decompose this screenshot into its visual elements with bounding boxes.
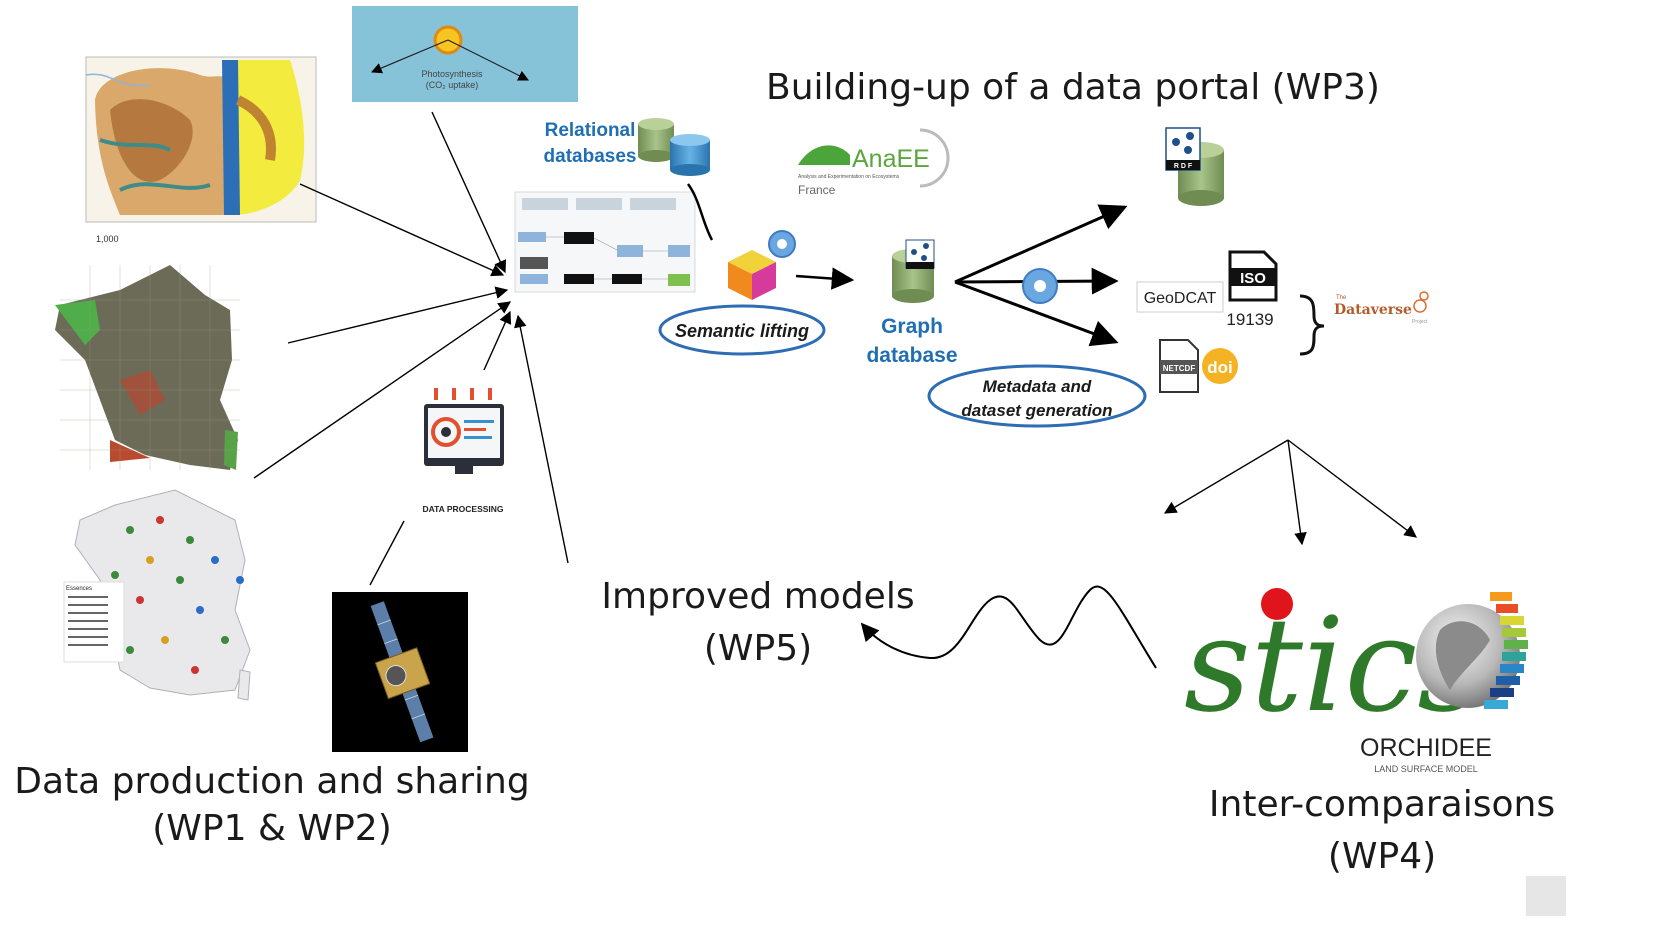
- photosynthesis-image: Photosynthesis (CO₂ uptake): [352, 6, 578, 102]
- dataverse-logo: The Dataverse Project: [1334, 291, 1429, 325]
- metadata-label-2: dataset generation: [961, 401, 1112, 420]
- rdf-database-icon: R D F: [1165, 127, 1224, 206]
- brace: [1299, 294, 1325, 356]
- sites-legend-title: Essences: [66, 586, 92, 592]
- orchidee-logo-text: ORCHIDEE: [1360, 734, 1492, 762]
- iso-document-icon: ISO: [1228, 250, 1278, 302]
- map-scale-text: 1,000: [96, 234, 119, 244]
- iso-badge-text: ISO: [1240, 270, 1266, 287]
- metadata-label: Metadata and: [983, 377, 1092, 396]
- production-title: Data production and sharing: [14, 761, 529, 802]
- rdf-badge-text: R D F: [1174, 163, 1193, 170]
- corner-tab[interactable]: [1526, 876, 1566, 916]
- semantic-lifting-icon: [728, 230, 796, 300]
- relational-link: [686, 183, 714, 241]
- feedback-arrow: [860, 585, 1157, 669]
- orchidee-subtitle: LAND SURFACE MODEL: [1374, 764, 1478, 774]
- metadata-oval: [927, 364, 1147, 428]
- geodcat-label: GeoDCAT: [1144, 290, 1217, 307]
- semantic-lifting-oval: [658, 304, 826, 356]
- data-processing-image: DATA PROCESSING: [422, 388, 504, 514]
- iso-number: 19139: [1226, 310, 1273, 329]
- dataverse-project-text: Project: [1412, 319, 1428, 325]
- gear-icon: [431, 417, 461, 447]
- gear-icon: [1022, 268, 1058, 304]
- netcdf-document-icon: NETCDF: [1159, 339, 1199, 393]
- graph-database-label: Graph: [881, 315, 943, 338]
- orchidee-logo: [1416, 592, 1528, 709]
- france-sites-map-image: Essences: [63, 489, 251, 701]
- dataverse-small-text: The: [1336, 295, 1347, 301]
- doi-icon: doi: [1202, 348, 1238, 384]
- graph-database-icon: [892, 239, 935, 303]
- photosynthesis-label: Photosynthesis: [421, 69, 483, 79]
- ontology-schema-image: [514, 191, 696, 293]
- input-arrows: [253, 111, 569, 586]
- improved-models-subtitle: (WP5): [704, 628, 812, 669]
- database-icon: [638, 118, 710, 176]
- anaee-logo-text: AnaEE: [852, 145, 930, 173]
- geology-map-image: 1,000: [85, 56, 317, 244]
- graph-database-label-2: database: [866, 344, 957, 367]
- data-processing-label: DATA PROCESSING: [422, 504, 503, 514]
- photosynthesis-sublabel: (CO₂ uptake): [426, 80, 479, 90]
- geodcat-box: [1136, 281, 1224, 313]
- anaee-logo: AnaEE Analysis and Experimentation on Ec…: [798, 128, 950, 197]
- portal-title: Building-up of a data portal (WP3): [766, 67, 1380, 108]
- netcdf-label: NETCDF: [1163, 364, 1196, 373]
- satellite-image: [332, 592, 468, 752]
- anaee-country: France: [798, 183, 836, 197]
- france-grid-map-image: [55, 265, 240, 470]
- relational-databases-label-2: databases: [544, 146, 637, 167]
- semantic-lifting-label: Semantic lifting: [675, 321, 809, 341]
- intercomparison-subtitle: (WP4): [1328, 836, 1436, 877]
- improved-models-title: Improved models: [601, 576, 914, 617]
- stics-dot: [1261, 588, 1293, 620]
- intercomparison-title: Inter-comparaisons: [1209, 784, 1555, 825]
- doi-label: doi: [1207, 358, 1233, 377]
- lifting-arrow: [795, 267, 855, 290]
- anaee-subtitle: Analysis and Experimentation on Ecosyste…: [798, 174, 900, 180]
- dataverse-text: Dataverse: [1334, 302, 1412, 318]
- relational-databases-label: Relational: [545, 120, 636, 141]
- production-subtitle: (WP1 & WP2): [152, 808, 391, 849]
- model-arrows: [1163, 439, 1418, 546]
